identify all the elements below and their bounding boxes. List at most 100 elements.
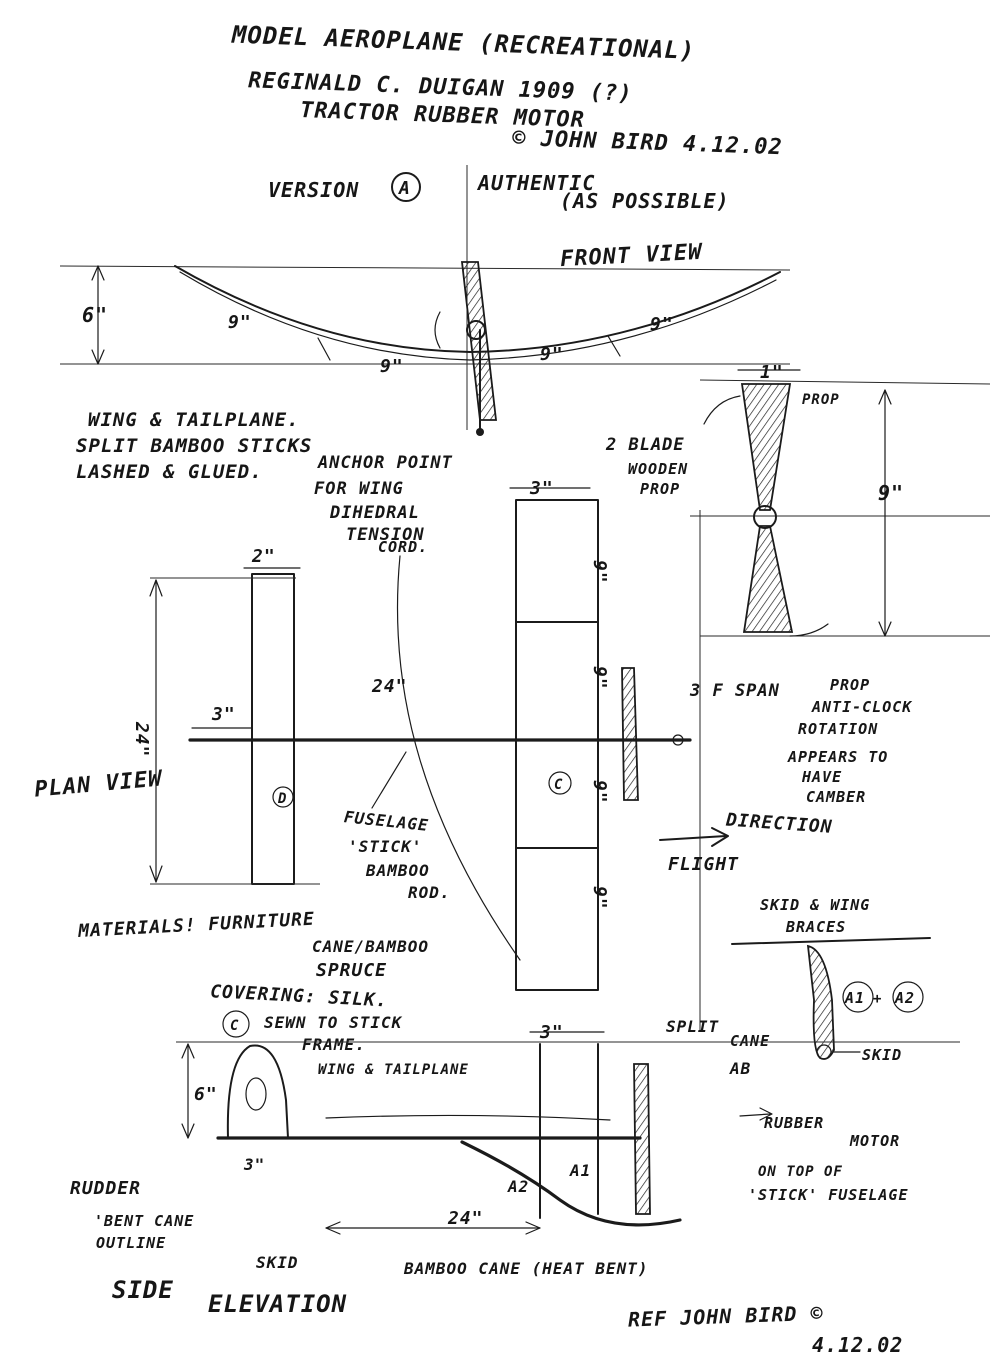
side-elevation: C 6" 3" 3" A2 A1 24" RUDDER 'BENT CANE O… xyxy=(70,1010,960,1318)
version-badge-circle xyxy=(391,172,421,202)
sheet-title: MODEL AEROPLANE (RECREATIONAL) xyxy=(231,21,696,65)
side-mark-c: C xyxy=(230,1018,239,1034)
front-view: FRONT VIEW 6" 9" 9" 9" 9" xyxy=(59,240,791,436)
main-wing-outline xyxy=(515,499,599,991)
tail-mark: D xyxy=(277,791,287,807)
prop-span-arrow-bottom xyxy=(878,621,892,637)
tail-span-arrow-bottom xyxy=(149,865,163,883)
fuselage-note-4: ROD. xyxy=(408,883,451,902)
bent-cane-1: 'BENT CANE xyxy=(94,1212,194,1230)
materials-line-1: MATERIALS! FURNITURE xyxy=(77,909,316,942)
split-cane-mark: AB xyxy=(729,1059,751,1078)
skid-label: SKID xyxy=(862,1046,902,1064)
tail-chord-dim: 2" xyxy=(251,546,276,567)
fuselage-nose xyxy=(672,734,684,746)
wing-mid-tick-right xyxy=(607,335,621,357)
note-anchor-3: DIHEDRAL xyxy=(329,503,420,523)
split-cane-1: SPLIT xyxy=(666,1017,720,1036)
construction-notes: WING & TAILPLANE. SPLIT BAMBOO STICKS LA… xyxy=(76,409,521,961)
front-wheel-dot xyxy=(476,428,484,436)
header: MODEL AEROPLANE (RECREATIONAL) REGINALD … xyxy=(231,21,784,161)
tail-mark-circle xyxy=(272,786,294,808)
prop-top-guide xyxy=(699,379,991,385)
skid-side-note: BAMBOO CANE (HEAT BENT) xyxy=(403,1259,649,1278)
rudder-outline xyxy=(226,1044,289,1139)
wing-seg-dim-3: 9" xyxy=(589,780,610,804)
prop-camber-2: HAVE xyxy=(801,768,842,786)
prop-blades-2: WOODEN xyxy=(628,460,688,478)
motor-note-1: RUBBER xyxy=(764,1114,824,1132)
skid-detail: SKID & WING BRACES A1 + A2 SKID SPLIT CA… xyxy=(666,896,931,1078)
plan-view: PLAN VIEW 2" 24" 3" D 24" 3" 9" 9" 9" 9"… xyxy=(34,478,833,991)
front-dim-left-inner: 9" xyxy=(380,356,404,377)
motor-note-3: ON TOP OF xyxy=(758,1164,843,1180)
materials-line-6: FRAME. xyxy=(302,1035,366,1054)
plan-prop xyxy=(621,667,639,801)
prop-width-dim: 1" xyxy=(760,362,784,383)
version-label: VERSION xyxy=(268,178,359,202)
front-view-top-guide xyxy=(59,265,791,271)
prop-span-arrow-top xyxy=(878,389,892,405)
wing-mid-tick-left xyxy=(317,337,331,361)
author-credit: © JOHN BIRD 4.12.02 xyxy=(512,126,783,160)
height-arrow-bottom xyxy=(91,349,105,365)
skid-mark-plus: + xyxy=(873,991,882,1007)
materials-notes: MATERIALS! FURNITURE CANE/BAMBOO SPRUCE … xyxy=(77,909,469,1078)
note-anchor-1: ANCHOR POINT xyxy=(317,453,453,473)
footer-ref: REF JOHN BIRD © xyxy=(628,1301,824,1332)
rudder-inner xyxy=(245,1077,267,1111)
prop-lower-blade xyxy=(742,525,794,633)
version-note-possible: (AS POSSIBLE) xyxy=(560,189,730,213)
skid-curve xyxy=(460,1140,682,1227)
direction-label: DIRECTION xyxy=(724,809,833,837)
side-prop xyxy=(633,1063,651,1215)
prop-blades-3: PROP xyxy=(640,480,680,498)
prop-rotation-1: PROP xyxy=(830,676,870,694)
side-length-arrow-left xyxy=(325,1221,341,1235)
wing-seg-dim-4: 9" xyxy=(589,886,610,910)
direction-arrow xyxy=(659,827,729,847)
note-anchor-4: TENSION xyxy=(346,525,425,545)
rudder-label: RUDDER xyxy=(70,1178,141,1199)
version-block: VERSION A AUTHENTIC (AS POSSIBLE) xyxy=(268,165,730,430)
fuselage-note-2: 'STICK' xyxy=(348,837,422,856)
split-cane-2: CANE xyxy=(730,1032,770,1050)
tail-span-arrow-top xyxy=(149,579,163,597)
side-elevation-label-2: ELEVATION xyxy=(208,1290,347,1318)
side-length-dim: 24" xyxy=(447,1208,484,1229)
materials-line-7: WING & TAILPLANE xyxy=(318,1062,469,1078)
fuselage-note-1: FUSELAGE xyxy=(343,807,430,835)
skid-mark-a2-circle xyxy=(892,981,924,1013)
note-anchor-2: FOR WING xyxy=(314,479,404,499)
wing-seg-dim-2: 9" xyxy=(589,666,610,690)
note-wing-2: SPLIT BAMBOO STICKS xyxy=(76,435,312,457)
note-wing-1: WING & TAILPLANE. xyxy=(88,409,299,431)
side-height-arrow-top xyxy=(181,1043,195,1059)
prop-rotation-arrow-top xyxy=(703,395,741,425)
side-length-arrow-right xyxy=(525,1221,541,1235)
prop-camber-3: CAMBER xyxy=(806,788,866,806)
prop-span-note: 3 F SPAN xyxy=(689,681,780,701)
prop-hub xyxy=(753,505,777,529)
anchor-leader-line xyxy=(396,555,521,961)
rudder-width-dim: 3" xyxy=(243,1155,265,1174)
front-rotation-arrow xyxy=(434,311,441,349)
height-arrow-top xyxy=(91,265,105,281)
fuselage-length-dim: 24" xyxy=(371,676,408,697)
skid-side-label: SKID xyxy=(256,1253,299,1272)
side-mark-a1: A1 xyxy=(569,1161,591,1180)
version-note-authentic: AUTHENTIC xyxy=(476,171,595,195)
footer: REF JOHN BIRD © 4.12.02 xyxy=(628,1301,903,1357)
motor-note-4: 'STICK' FUSELAGE xyxy=(748,1186,909,1204)
fuselage-leader xyxy=(371,751,407,809)
prop-span-dim: 9" xyxy=(878,481,904,505)
tail-offset-dim: 3" xyxy=(211,704,236,725)
side-mark-a2: A2 xyxy=(507,1177,529,1196)
skid-mark-a2: A2 xyxy=(894,989,915,1007)
tailplane-outline xyxy=(251,573,295,885)
prop-blades-1: 2 BLADE xyxy=(605,435,685,455)
prop-camber-1: APPEARS TO xyxy=(787,748,888,766)
front-prop-hub xyxy=(466,320,486,340)
rubber-motor xyxy=(325,1114,611,1121)
